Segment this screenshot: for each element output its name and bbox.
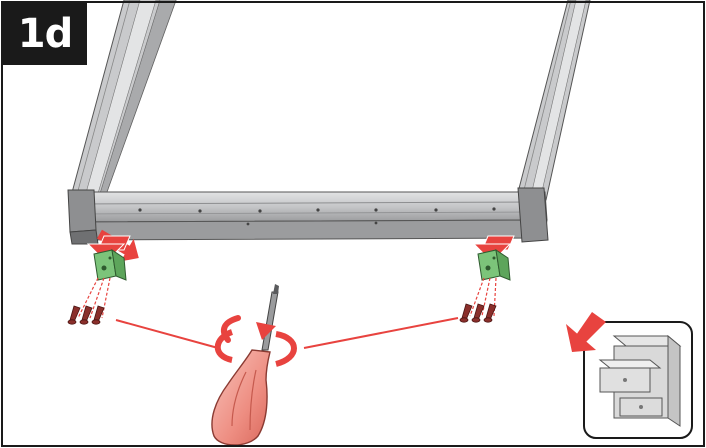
step-label: 1d xyxy=(3,3,87,65)
frame-right-side xyxy=(516,0,590,200)
right-bracket xyxy=(478,250,510,280)
connector-lines xyxy=(116,318,458,348)
right-screws xyxy=(460,278,496,322)
drawer-hint-panel xyxy=(566,312,692,438)
frame-bottom-rail xyxy=(68,188,548,244)
screwdriver-icon xyxy=(212,284,279,445)
left-screws xyxy=(68,278,110,324)
left-bracket xyxy=(94,250,126,280)
